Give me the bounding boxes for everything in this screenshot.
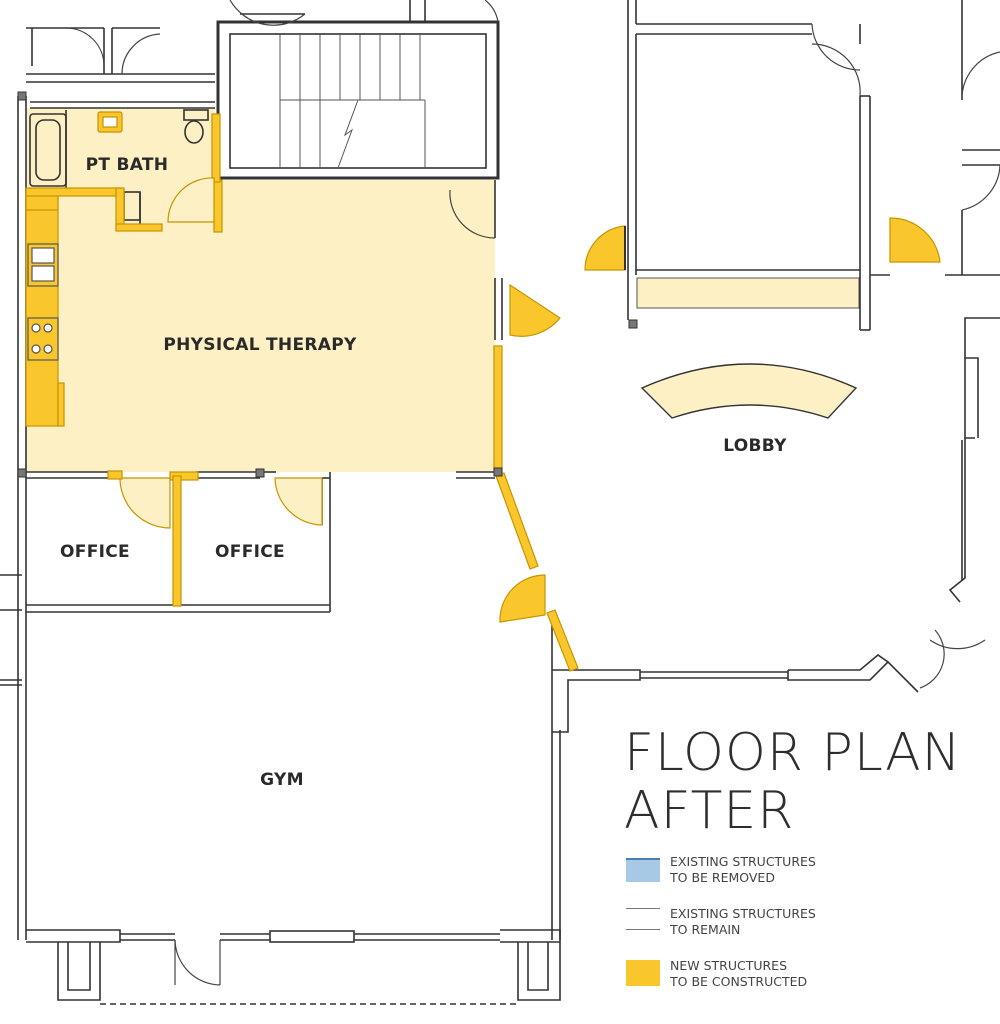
room-label-physical-therapy: PHYSICAL THERAPY	[163, 335, 357, 355]
legend-item-removed: EXISTING STRUCTURES TO BE REMOVED	[626, 854, 996, 906]
room-label-lobby: LOBBY	[723, 436, 787, 456]
legend-removed-line1: EXISTING STRUCTURES	[670, 854, 816, 869]
room-label-office-right: OFFICE	[215, 542, 285, 562]
legend-text-new: NEW STRUCTURES TO BE CONSTRUCTED	[670, 958, 807, 990]
stairs	[279, 34, 426, 169]
physical-therapy-area	[26, 108, 860, 472]
existing-doors	[65, 0, 1000, 986]
legend-swatch-remain	[626, 908, 660, 930]
legend-removed-line2: TO BE REMOVED	[670, 870, 775, 885]
plan-title-line2: AFTER	[624, 781, 795, 841]
legend: EXISTING STRUCTURES TO BE REMOVED EXISTI…	[626, 854, 996, 1010]
reception-desk	[640, 363, 858, 419]
legend-item-new: NEW STRUCTURES TO BE CONSTRUCTED	[626, 958, 996, 1010]
new-structures	[25, 111, 941, 672]
room-label-office-left: OFFICE	[60, 542, 130, 562]
room-label-gym: GYM	[260, 770, 304, 790]
legend-remain-line2: TO REMAIN	[670, 922, 741, 937]
legend-remain-line1: EXISTING STRUCTURES	[670, 906, 816, 921]
plan-title-line1: FLOOR PLAN	[624, 723, 962, 783]
legend-item-remain: EXISTING STRUCTURES TO REMAIN	[626, 906, 996, 958]
legend-swatch-new	[626, 960, 660, 986]
legend-new-line1: NEW STRUCTURES	[670, 958, 788, 973]
room-label-pt-bath: PT BATH	[86, 155, 169, 175]
plan-title: FLOOR PLAN AFTER	[624, 724, 962, 840]
legend-text-removed: EXISTING STRUCTURES TO BE REMOVED	[670, 854, 816, 886]
columns	[17, 91, 638, 478]
legend-new-line2: TO BE CONSTRUCTED	[670, 974, 808, 989]
legend-text-remain: EXISTING STRUCTURES TO REMAIN	[670, 906, 816, 938]
legend-swatch-removed	[626, 858, 660, 882]
